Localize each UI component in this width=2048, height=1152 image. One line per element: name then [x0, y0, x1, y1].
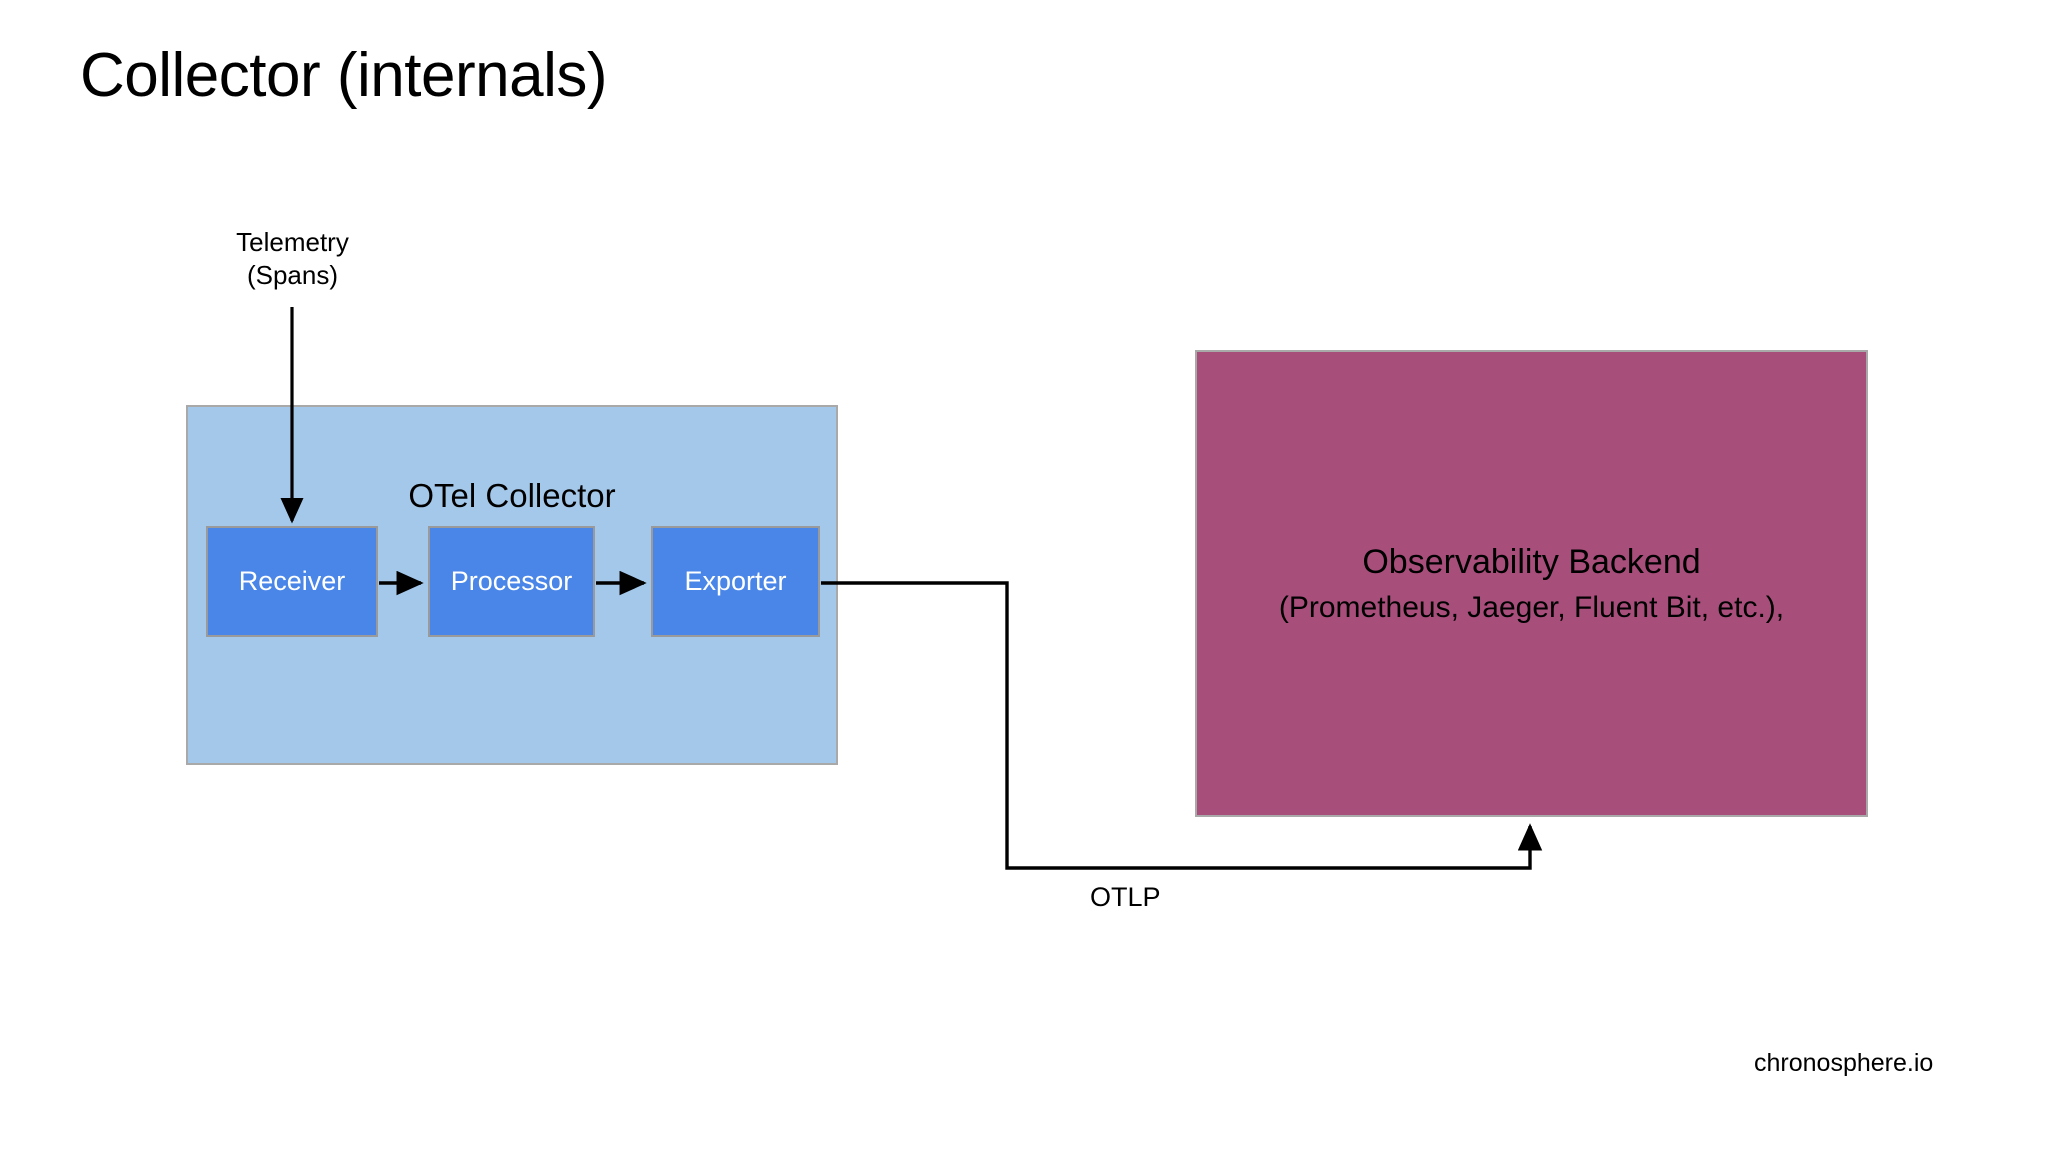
edge-label-otlp: OTLP [1090, 882, 1161, 912]
telemetry-source-label-line2: (Spans) [246, 260, 339, 290]
page-title: Collector (internals) [80, 41, 608, 110]
telemetry-source-label-line1: Telemetry [236, 227, 349, 257]
stage-label-exporter: Exporter [684, 566, 787, 596]
observability-backend-title: Observability Backend [1362, 542, 1701, 581]
stage-box-processor: Processor [428, 526, 595, 637]
observability-backend-subtitle: (Prometheus, Jaeger, Fluent Bit, etc.), [1278, 590, 1785, 624]
stage-box-receiver: Receiver [206, 526, 378, 637]
telemetry-source-label: Telemetry (Spans) [190, 226, 395, 292]
stage-box-exporter: Exporter [651, 526, 820, 637]
stage-label-receiver: Receiver [238, 566, 346, 596]
otel-collector-title: OTel Collector [408, 477, 616, 514]
stage-label-processor: Processor [450, 566, 573, 596]
observability-backend-box: Observability Backend (Prometheus, Jaege… [1195, 350, 1868, 817]
footer-watermark: chronosphere.io [1754, 1049, 1934, 1077]
